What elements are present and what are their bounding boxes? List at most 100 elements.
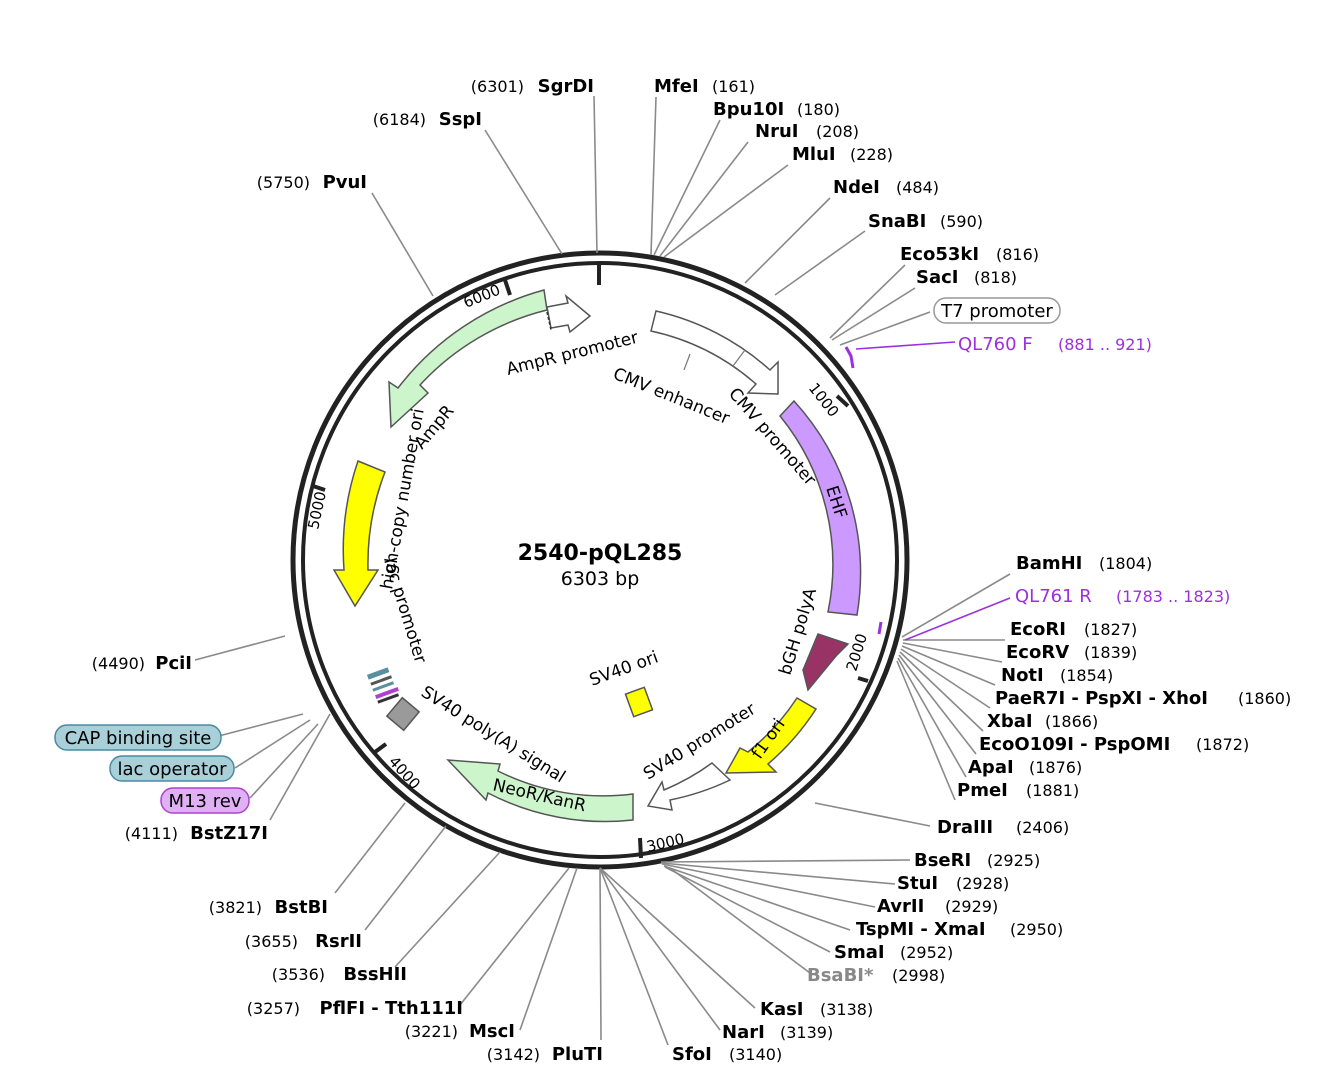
ampr-promoter-arrow [546, 293, 592, 334]
site-pos: (1860) [1238, 689, 1291, 708]
boxed-labels: T7 promoter CAP binding site lac operato… [54, 297, 1061, 814]
site-pos: (3139) [780, 1023, 833, 1042]
site-pos: (1866) [1045, 712, 1098, 731]
site-name: Bpu10I [713, 99, 784, 120]
primer-ql760-range: (881 .. 921) [1058, 335, 1152, 354]
site-pos: (1854) [1060, 666, 1113, 685]
site-pos: (5750) [257, 173, 310, 192]
f1-arrow [724, 696, 818, 774]
primer-ql760-name: QL760 F [958, 334, 1033, 355]
site-pos: (1827) [1084, 620, 1137, 639]
site-name: SspI [439, 109, 482, 130]
site-name: DraIII [937, 817, 993, 838]
primer-ql761-range: (1783 .. 1823) [1116, 587, 1230, 606]
site-name: PvuI [323, 172, 367, 193]
site-name: EcoO109I - PspOMI [979, 734, 1170, 755]
site-pos: (1872) [1196, 735, 1249, 754]
sv40-ori-box [624, 686, 654, 718]
site-name: PflFI - Tth111I [320, 998, 464, 1019]
site-name: ApaI [968, 757, 1014, 778]
primer-ql761-name: QL761 R [1015, 586, 1092, 607]
site-pos: (4490) [92, 654, 145, 673]
tick-3000: 3000 [645, 830, 686, 856]
site-pos: (484) [896, 178, 939, 197]
lac-operator-label: lac operator [117, 759, 227, 780]
ori-arrow [332, 460, 386, 608]
site-name: PciI [155, 653, 192, 674]
site-name: BamHI [1016, 553, 1082, 574]
site-pos: (2406) [1016, 818, 1069, 837]
site-pos: (3221) [405, 1022, 458, 1041]
site-pos: (2998) [892, 966, 945, 985]
lac-region-marks [366, 667, 400, 704]
site-name: SfoI [672, 1044, 712, 1065]
site-name: BstBI [275, 897, 328, 918]
plasmid-size: 6303 bp [561, 568, 640, 590]
site-pos: (3257) [247, 999, 300, 1018]
site-name: AvrII [877, 896, 924, 917]
site-name: MscI [469, 1021, 515, 1042]
site-name: NruI [755, 121, 798, 142]
primer-ql761-mark [877, 621, 883, 635]
cmv-enhancer-label: CMV enhancer [610, 364, 732, 429]
site-pos: (2950) [1010, 920, 1063, 939]
site-pos: (1839) [1084, 643, 1137, 662]
site-name: MfeI [654, 76, 699, 97]
site-name: SmaI [834, 942, 885, 963]
site-name: SgrDI [538, 76, 594, 97]
primer-labels: QL760 F (881 .. 921) QL761 R (1783 .. 18… [958, 334, 1230, 607]
sites-left: (6301) SgrDI (6184) SspI (5750) PvuI (44… [92, 76, 603, 1065]
site-pos: (1876) [1029, 758, 1082, 777]
tick-1000: 1000 [805, 379, 843, 420]
site-name: PmeI [957, 780, 1008, 801]
tick-marks [312, 263, 869, 859]
site-pos: (2928) [956, 874, 1009, 893]
site-name: XbaI [987, 711, 1033, 732]
site-name: SacI [916, 267, 958, 288]
site-name: NotI [1001, 665, 1044, 686]
site-name: BseRI [914, 850, 971, 871]
site-name: Eco53kI [900, 244, 979, 265]
site-name: TspMI - XmaI [856, 919, 986, 940]
site-name: NarI [722, 1022, 765, 1043]
site-name: MluI [792, 144, 836, 165]
site-pos: (3655) [245, 932, 298, 951]
ampr-arrow [388, 289, 548, 429]
site-pos: (6301) [471, 77, 524, 96]
site-pos: (1804) [1099, 554, 1152, 573]
t7-promoter-label: T7 promoter [940, 301, 1053, 322]
site-name: EcoRV [1006, 642, 1069, 663]
site-name-grey: BsaBI* [807, 965, 874, 986]
site-pos: (3536) [272, 965, 325, 984]
site-pos: (2952) [900, 943, 953, 962]
site-pos: (3821) [209, 898, 262, 917]
sv40-promoter-arrow [646, 762, 732, 811]
site-name: SnaBI [868, 211, 926, 232]
site-pos: (3142) [487, 1045, 540, 1064]
lac-promoter-label: lac promoter [379, 556, 430, 666]
site-name: BstZ17I [190, 823, 268, 844]
cap-binding-label: CAP binding site [65, 728, 212, 749]
site-name: BssHII [343, 964, 407, 985]
m13-rev-label: M13 rev [169, 791, 242, 812]
site-pos: (590) [940, 212, 983, 231]
site-pos: (228) [850, 145, 893, 164]
neor-arrow [446, 759, 634, 823]
site-pos: (180) [797, 100, 840, 119]
features [332, 289, 1011, 823]
site-name: PaeR7I - PspXI - XhoI [995, 688, 1208, 709]
site-name: NdeI [833, 177, 880, 198]
site-pos: (3140) [729, 1045, 782, 1064]
site-name: StuI [897, 873, 938, 894]
site-pos: (2929) [945, 897, 998, 916]
site-pos: (818) [974, 268, 1017, 287]
plasmid-name: 2540-pQL285 [518, 541, 683, 566]
site-pos: (161) [712, 77, 755, 96]
site-name: EcoRI [1010, 619, 1066, 640]
site-pos: (2925) [987, 851, 1040, 870]
site-pos: (6184) [373, 110, 426, 129]
bgh-arrow [802, 633, 850, 692]
site-pos: (3138) [820, 1000, 873, 1019]
site-name: RsrII [315, 931, 362, 952]
